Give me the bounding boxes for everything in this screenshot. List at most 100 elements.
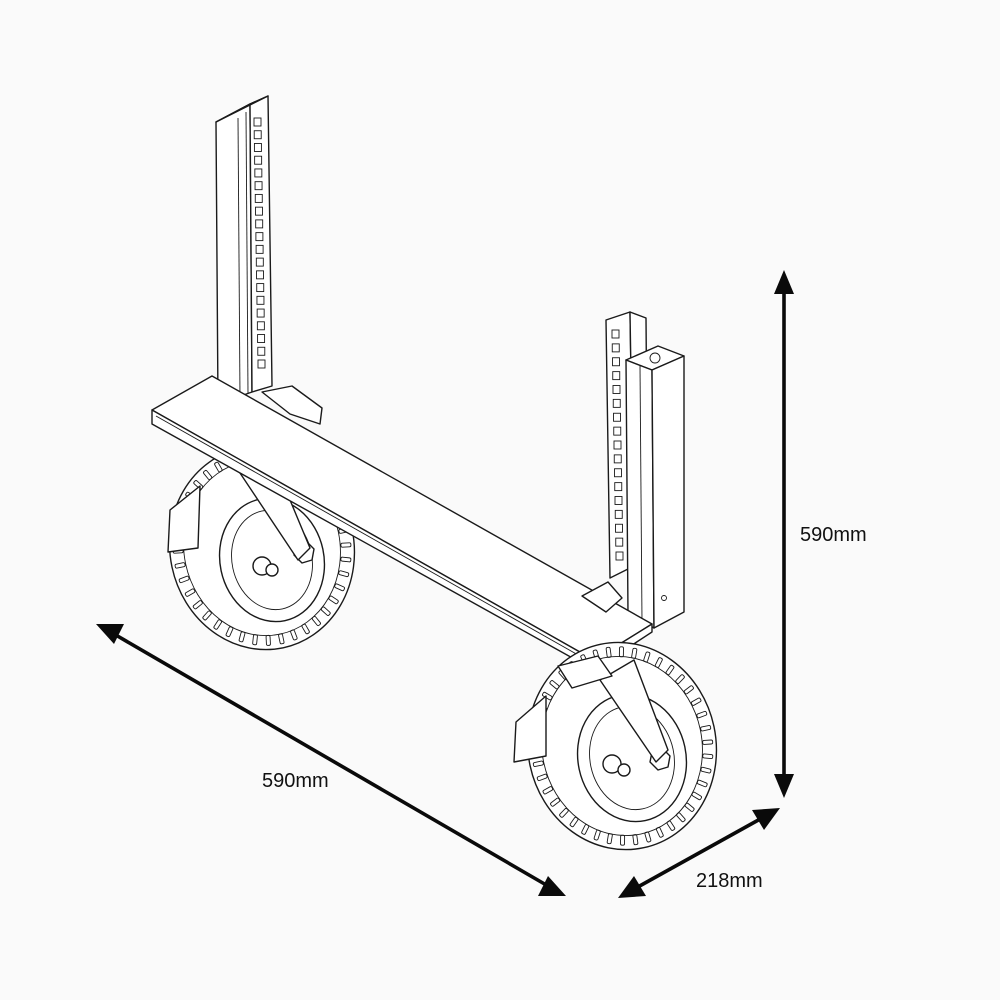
tread-block bbox=[559, 808, 569, 818]
tread-block bbox=[675, 674, 685, 684]
tread-block bbox=[225, 626, 234, 638]
height-dimension-label: 590mm bbox=[800, 524, 867, 546]
depth-dimension-label: 218mm bbox=[696, 870, 763, 892]
tread-block bbox=[700, 766, 712, 774]
tread-block bbox=[203, 470, 213, 480]
tread-block bbox=[340, 556, 352, 563]
height-dimension: 590mm bbox=[774, 270, 867, 798]
tread-block bbox=[665, 664, 675, 676]
post-slot bbox=[615, 537, 624, 547]
tread-block bbox=[290, 629, 298, 641]
post-slot bbox=[615, 523, 623, 533]
tread-block bbox=[620, 834, 626, 846]
tread-block bbox=[301, 623, 310, 635]
post-slot bbox=[612, 357, 620, 367]
post-slot bbox=[613, 412, 621, 422]
tread-block bbox=[311, 616, 321, 626]
post-slot bbox=[256, 321, 265, 331]
post-slot bbox=[254, 193, 263, 203]
tread-block bbox=[192, 600, 203, 610]
left-post-slot-row bbox=[253, 117, 266, 369]
post-slot bbox=[256, 283, 265, 293]
tread-block bbox=[278, 633, 285, 645]
tread-block bbox=[265, 634, 271, 646]
post-slot bbox=[615, 551, 624, 561]
tread-block bbox=[193, 480, 204, 490]
tread-block bbox=[644, 831, 652, 843]
tread-block bbox=[631, 647, 638, 659]
post-slot bbox=[257, 334, 266, 343]
width-dimension: 590mm bbox=[96, 624, 566, 896]
post-slot bbox=[256, 295, 265, 305]
right-post-slot-row bbox=[611, 329, 624, 561]
post-slot bbox=[253, 117, 262, 127]
tread-block bbox=[174, 562, 186, 569]
post-slot bbox=[253, 143, 262, 152]
tread-block bbox=[549, 680, 560, 690]
tread-block bbox=[618, 646, 624, 658]
post-slot bbox=[614, 482, 623, 492]
tread-block bbox=[184, 588, 196, 597]
post-slot bbox=[255, 206, 263, 216]
post-slot bbox=[255, 244, 264, 254]
front-wheel-tread bbox=[530, 646, 714, 846]
post-slot bbox=[614, 509, 623, 519]
depth-arrow-left bbox=[618, 876, 646, 898]
depth-arrow-right bbox=[752, 808, 780, 830]
width-dimension-label: 590mm bbox=[262, 770, 329, 792]
tread-block bbox=[606, 833, 613, 845]
tread-block bbox=[338, 570, 350, 578]
tread-block bbox=[702, 753, 714, 760]
width-arrow-right bbox=[538, 876, 566, 896]
tread-block bbox=[632, 834, 639, 846]
tread-block bbox=[691, 791, 702, 801]
front-wheel bbox=[513, 641, 718, 851]
tread-block bbox=[550, 797, 561, 807]
post-slot bbox=[611, 343, 620, 353]
tread-block bbox=[655, 826, 664, 838]
tread-block bbox=[702, 739, 714, 745]
post-slot bbox=[613, 426, 622, 436]
post-slot bbox=[254, 155, 263, 165]
post-slot bbox=[614, 496, 623, 505]
tread-block bbox=[643, 651, 651, 663]
tread-block bbox=[605, 646, 612, 658]
height-arrow-bottom bbox=[774, 774, 794, 798]
post-slot bbox=[257, 346, 266, 356]
tread-block bbox=[569, 816, 579, 828]
tread-block bbox=[542, 786, 554, 795]
post-slot bbox=[255, 219, 264, 229]
left-upright-post bbox=[215, 95, 273, 405]
tread-block bbox=[700, 725, 712, 732]
tread-block bbox=[178, 575, 190, 584]
tread-block bbox=[238, 631, 246, 643]
post-slot bbox=[254, 181, 263, 191]
tread-block bbox=[340, 542, 352, 548]
tread-block bbox=[696, 710, 708, 719]
tread-block bbox=[334, 583, 345, 592]
post-slot bbox=[612, 398, 621, 408]
post-slot bbox=[256, 308, 265, 318]
tread-block bbox=[581, 824, 590, 835]
tread-block bbox=[252, 634, 258, 646]
tread-block bbox=[213, 619, 223, 630]
tread-block bbox=[684, 802, 695, 812]
height-arrow-top bbox=[774, 270, 794, 294]
tread-block bbox=[666, 820, 676, 831]
post-slot bbox=[256, 270, 264, 280]
post-slot bbox=[613, 440, 622, 450]
post-slot bbox=[612, 385, 621, 394]
tread-block bbox=[654, 657, 663, 668]
post-slot bbox=[611, 329, 620, 339]
post-slot bbox=[253, 130, 262, 140]
tread-block bbox=[690, 697, 702, 706]
tread-block bbox=[676, 812, 686, 823]
depth-dimension: 218mm bbox=[618, 808, 780, 898]
post-slot bbox=[614, 468, 622, 478]
width-arrow-left bbox=[96, 624, 124, 644]
tread-block bbox=[536, 773, 548, 782]
tread-block bbox=[683, 685, 694, 695]
post-slot bbox=[255, 257, 264, 267]
tread-block bbox=[696, 779, 708, 788]
